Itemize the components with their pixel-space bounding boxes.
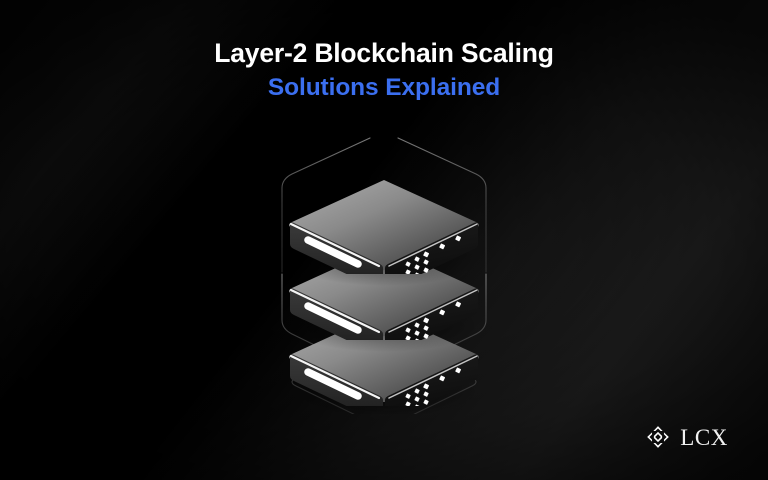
- server-unit-middle: [288, 246, 480, 352]
- server-unit-bottom: [288, 312, 480, 414]
- brand-logo: LCX: [645, 424, 728, 450]
- heading-block: Layer-2 Blockchain Scaling Solutions Exp…: [0, 38, 768, 104]
- lcx-star-icon: [647, 426, 670, 448]
- brand-name: LCX: [680, 424, 728, 450]
- server-unit-top: [288, 180, 480, 286]
- server-stack-illustration: [252, 124, 516, 414]
- page-title: Layer-2 Blockchain Scaling: [214, 38, 554, 68]
- page-subtitle: Solutions Explained: [267, 74, 501, 102]
